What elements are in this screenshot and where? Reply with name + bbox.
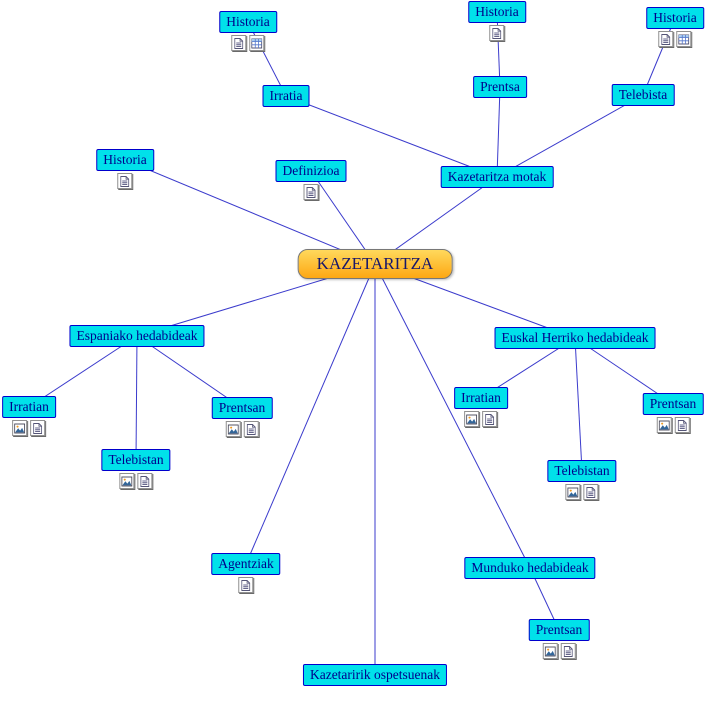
node-agentziak[interactable]: Agentziak: [211, 553, 281, 593]
concept-label: Historia: [646, 7, 704, 29]
node-definizioa[interactable]: Definizioa: [275, 160, 347, 200]
image-icon[interactable]: [656, 417, 672, 433]
edge-kazetaritza--definizioa: [310, 170, 376, 265]
image-icon[interactable]: [119, 473, 135, 489]
node-euskal-herriko-hedabideak[interactable]: Euskal Herriko hedabideak: [494, 327, 656, 349]
concept-label: Irratia: [262, 85, 310, 107]
resource-icon-row: [12, 420, 46, 436]
node-telebistan-espainia[interactable]: Telebistan: [101, 449, 171, 489]
node-kazetaririk-ospetsuenak[interactable]: Kazetaririk ospetsuenak: [302, 664, 448, 686]
node-telebistan-euskal[interactable]: Telebistan: [547, 460, 617, 500]
document-icon[interactable]: [674, 417, 690, 433]
edge-kazetaritza--agentziak: [245, 263, 376, 565]
concept-label: Kazetaritza motak: [440, 166, 554, 188]
edge-espaniako-hedabideak--telebistan-espainia: [135, 335, 138, 461]
concept-label: Munduko hedabideak: [464, 557, 596, 579]
node-historia-irratia[interactable]: Historia: [219, 11, 277, 51]
document-icon[interactable]: [482, 411, 498, 427]
concept-label: Prentsa: [473, 76, 527, 98]
node-prentsan-euskal[interactable]: Prentsan: [642, 393, 704, 433]
central-concept-label: KAZETARITZA: [297, 249, 453, 279]
concept-label: Telebista: [611, 84, 675, 106]
node-prentsa[interactable]: Prentsa: [473, 76, 527, 98]
image-icon[interactable]: [542, 643, 558, 659]
document-icon[interactable]: [489, 25, 505, 41]
edge-kazetaritza--munduko-hedabideak: [374, 263, 531, 569]
node-historia-telebista[interactable]: Historia: [646, 7, 704, 47]
document-icon[interactable]: [30, 420, 46, 436]
resource-icon-row: [565, 484, 599, 500]
node-irratia[interactable]: Irratia: [262, 85, 310, 107]
concept-label: Prentsan: [642, 393, 704, 415]
concept-label: Agentziak: [211, 553, 281, 575]
node-historia-prentsa[interactable]: Historia: [468, 1, 526, 41]
edge-kazetaritza-motak--prentsa: [496, 86, 501, 178]
document-icon[interactable]: [231, 35, 247, 51]
concept-label: Historia: [219, 11, 277, 33]
concept-label: Telebistan: [547, 460, 617, 482]
node-kazetaritza-motak[interactable]: Kazetaritza motak: [440, 166, 554, 188]
edge-telebista--historia-telebista: [642, 17, 676, 96]
document-icon[interactable]: [137, 473, 153, 489]
resource-icon-row: [542, 643, 576, 659]
document-icon[interactable]: [658, 31, 674, 47]
edge-espaniako-hedabideak--irratian-espainia: [28, 335, 138, 408]
resource-icon-row: [464, 411, 498, 427]
document-icon[interactable]: [238, 577, 254, 593]
edge-irratia--historia-irratia: [247, 21, 287, 97]
edge-prentsa--historia-prentsa: [496, 11, 501, 88]
concept-label: Euskal Herriko hedabideak: [494, 327, 656, 349]
node-historia[interactable]: Historia: [96, 149, 154, 189]
resource-icon-row: [117, 173, 133, 189]
concept-label: Prentsan: [528, 619, 590, 641]
concept-label: Kazetaririk ospetsuenak: [302, 664, 448, 686]
image-icon[interactable]: [225, 421, 241, 437]
resource-icon-row: [119, 473, 153, 489]
image-icon[interactable]: [464, 411, 480, 427]
node-prentsan-mundua[interactable]: Prentsan: [528, 619, 590, 659]
node-prentsan-espainia[interactable]: Prentsan: [211, 397, 273, 437]
central-node-kazetaritza[interactable]: KAZETARITZA: [297, 249, 453, 279]
node-munduko-hedabideak[interactable]: Munduko hedabideak: [464, 557, 596, 579]
edge-kazetaritza-motak--telebista: [496, 94, 644, 178]
resource-icon-row: [238, 577, 254, 593]
document-icon[interactable]: [560, 643, 576, 659]
edge-kazetaritza-motak--irratia: [285, 95, 498, 178]
concept-label: Historia: [96, 149, 154, 171]
edge-euskal-herriko-hedabideak--telebistan-euskal: [574, 337, 583, 472]
node-espaniako-hedabideak[interactable]: Espaniako hedabideak: [69, 325, 205, 347]
node-irratian-euskal[interactable]: Irratian: [454, 387, 508, 427]
concept-label: Irratian: [2, 396, 56, 418]
concept-label: Espaniako hedabideak: [69, 325, 205, 347]
image-icon[interactable]: [12, 420, 28, 436]
edge-espaniako-hedabideak--prentsan-espainia: [136, 335, 243, 409]
document-icon[interactable]: [117, 173, 133, 189]
node-telebista[interactable]: Telebista: [611, 84, 675, 106]
resource-icon-row: [231, 35, 265, 51]
resource-icon-row: [656, 417, 690, 433]
concept-label: Historia: [468, 1, 526, 23]
resource-icon-row: [303, 184, 319, 200]
resource-icon-row: [489, 25, 505, 41]
grid-icon[interactable]: [676, 31, 692, 47]
resource-icon-row: [225, 421, 259, 437]
document-icon[interactable]: [303, 184, 319, 200]
document-icon[interactable]: [583, 484, 599, 500]
grid-icon[interactable]: [249, 35, 265, 51]
image-icon[interactable]: [565, 484, 581, 500]
edge-kazetaritza--historia: [124, 159, 376, 265]
concept-label: Definizioa: [275, 160, 347, 182]
concept-label: Prentsan: [211, 397, 273, 419]
node-irratian-espainia[interactable]: Irratian: [2, 396, 56, 436]
document-icon[interactable]: [243, 421, 259, 437]
concept-label: Telebistan: [101, 449, 171, 471]
resource-icon-row: [658, 31, 692, 47]
concept-label: Irratian: [454, 387, 508, 409]
